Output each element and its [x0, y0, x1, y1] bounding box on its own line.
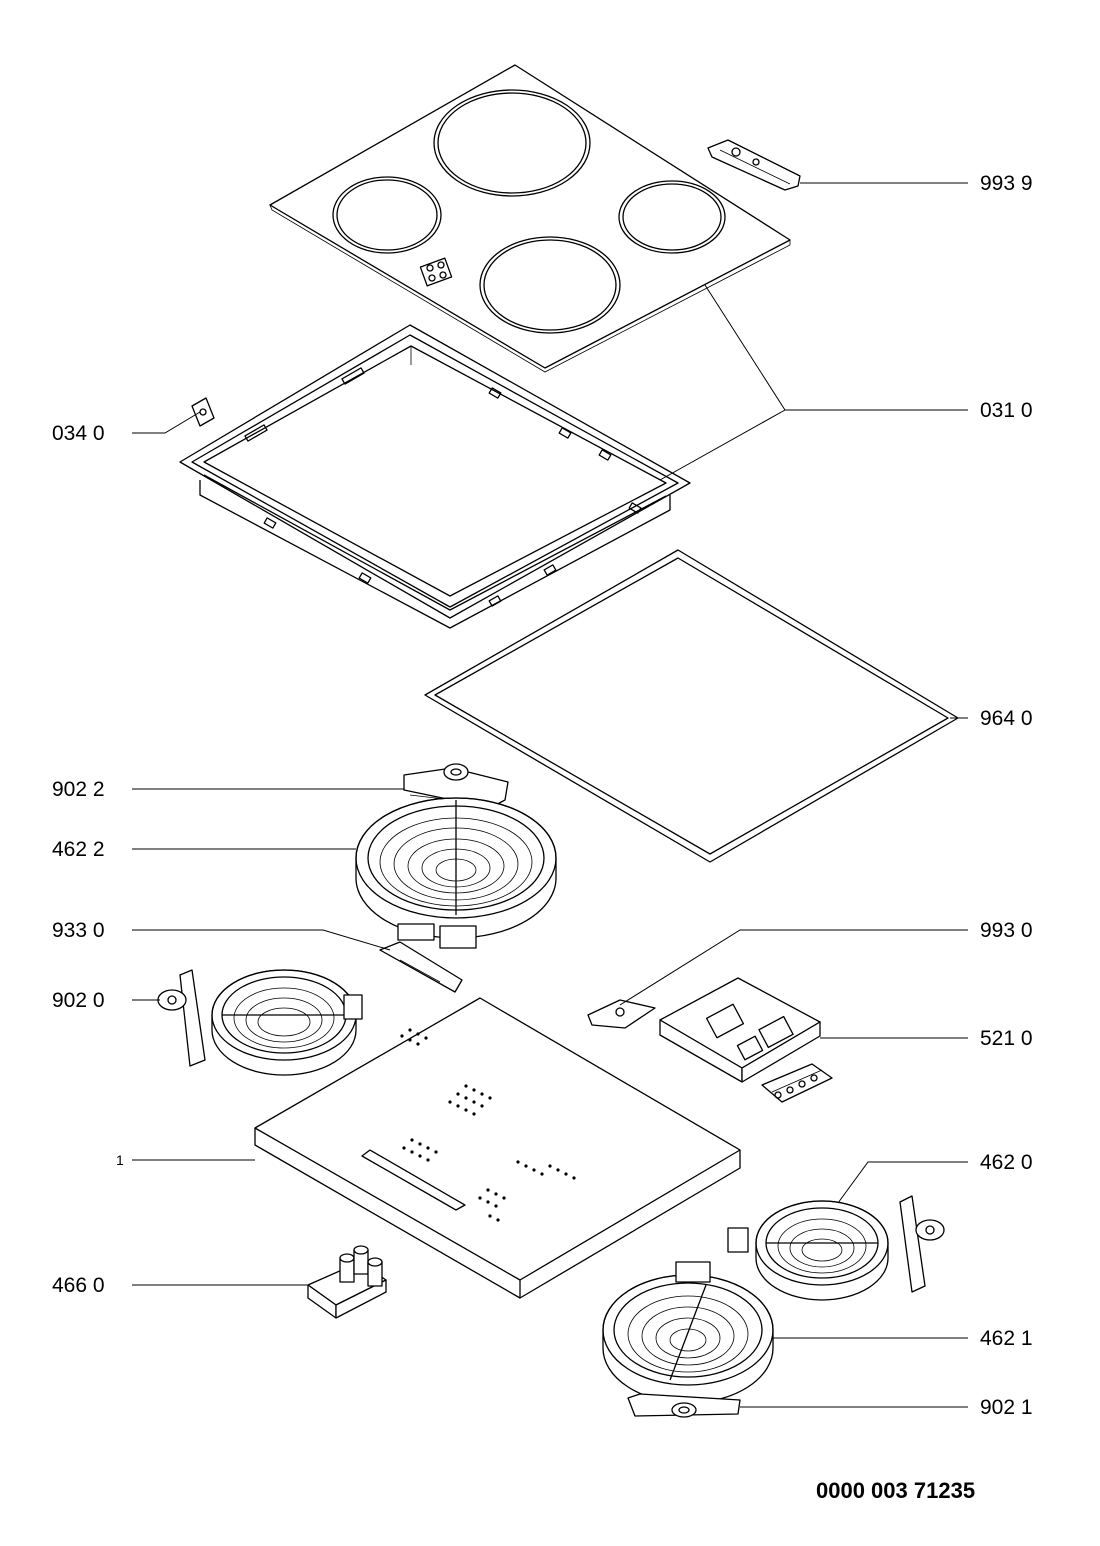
document-number: 0000 003 71235 [816, 1478, 975, 1503]
callout-964-0: 964 0 [980, 707, 1033, 730]
callout-933-0: 933 0 [52, 919, 105, 942]
callout-521-0: 521 0 [980, 1027, 1033, 1050]
heating-element-462-1 [602, 1261, 774, 1404]
callout-031-0: 031 0 [980, 399, 1033, 422]
terminal-block-521-0 [761, 1063, 833, 1103]
callout-993-9: 993 9 [980, 172, 1033, 195]
callout-993-0: 993 0 [980, 919, 1033, 942]
leader-lines [132, 182, 968, 1408]
callout-902-1: 902 1 [980, 1396, 1033, 1419]
clip-993-0 [587, 999, 656, 1029]
terminal-466-0 [307, 1245, 387, 1319]
callout-902-0: 902 0 [52, 989, 105, 1012]
callout-462-1: 462 1 [980, 1327, 1033, 1350]
fixing-clip-993-9 [707, 139, 801, 191]
callout-902-2: 902 2 [52, 778, 105, 801]
zone-indicator-symbol [419, 257, 453, 287]
callout-462-0: 462 0 [980, 1151, 1033, 1174]
cooking-zone-front [479, 236, 621, 334]
bracket-902-2 [403, 763, 509, 809]
cooking-zone-rear-large [433, 89, 591, 197]
fixing-clip-034-0 [191, 397, 215, 427]
bottom-tray [254, 997, 741, 1299]
ventilation-holes [400, 1028, 576, 1222]
frame-slots [244, 367, 642, 607]
cooking-zone-rear-left [332, 176, 442, 254]
hob-frame [179, 324, 691, 629]
glass-ceramic-top [269, 64, 791, 373]
callout-466-0: 466 0 [52, 1274, 105, 1297]
heating-element-902-0 [157, 969, 363, 1076]
heating-element-462-0 [727, 1195, 945, 1301]
control-module-521-0 [659, 977, 833, 1103]
sensor-933-0 [379, 941, 463, 993]
callout-462-2: 462 2 [52, 838, 105, 861]
callout-034-0: 034 0 [52, 422, 105, 445]
callout-1: 1 [116, 1152, 124, 1168]
bracket-902-1 [627, 1393, 741, 1418]
cooking-zone-front-right [618, 180, 726, 254]
heating-element-462-2 [355, 797, 557, 949]
callout-labels: 993 9 031 0 034 0 964 0 902 2 462 2 933 … [52, 172, 1033, 1419]
